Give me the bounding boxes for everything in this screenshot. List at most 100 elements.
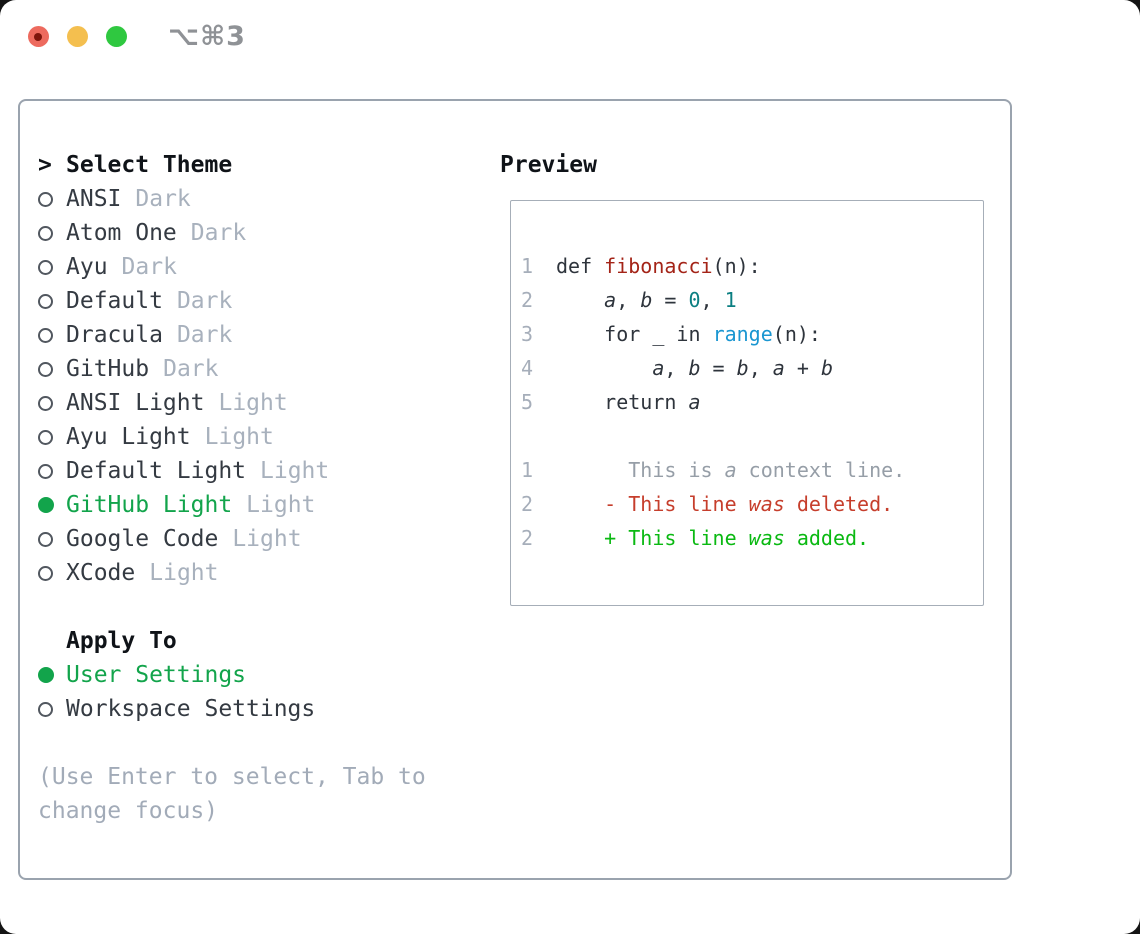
radio-icon — [38, 463, 53, 479]
close-button-dot — [34, 32, 42, 41]
code-token-p — [701, 322, 713, 346]
minimize-button[interactable] — [66, 26, 88, 47]
theme-option[interactable]: ANSI Dark — [38, 182, 478, 216]
titlebar: ⌥⌘3 — [0, 0, 1140, 75]
option-variant-tag: Light — [149, 560, 219, 586]
code-token-ctx: This is — [556, 458, 725, 482]
theme-option[interactable]: Dracula Dark — [38, 318, 478, 352]
theme-option[interactable]: ANSI Light Light — [38, 386, 478, 420]
option-label: GitHub Light — [66, 492, 233, 518]
apply-to-option[interactable]: Workspace Settings — [38, 692, 478, 726]
code-token-num: 0 — [688, 288, 701, 312]
line-number: 2 — [521, 492, 534, 516]
code-token-p — [556, 288, 604, 312]
theme-option[interactable]: GitHub Light Light — [38, 488, 478, 522]
code-token-p: (n): — [712, 254, 761, 278]
radio-iconbox — [38, 293, 66, 309]
radio-iconbox — [38, 565, 66, 581]
code-token-v: a — [604, 288, 617, 312]
code-token-del_i: was — [748, 492, 785, 516]
line-number: 2 — [521, 288, 534, 312]
preview-title: Preview — [500, 152, 597, 178]
option-label: XCode — [66, 560, 136, 586]
theme-option[interactable]: Ayu Dark — [38, 250, 478, 284]
option-variant-tag: Light — [232, 526, 302, 552]
spacer — [38, 590, 478, 624]
preview-line: 1 This is a context line. — [521, 453, 983, 487]
option-variant-tag: Light — [204, 424, 274, 450]
apply-to-header: Apply To — [38, 624, 478, 658]
theme-option[interactable]: Default Light Light — [38, 454, 478, 488]
option-label: GitHub — [66, 356, 150, 382]
code-token-ctx: context line. — [736, 458, 906, 482]
code-token-p — [556, 322, 604, 346]
option-variant-tag: Dark — [121, 254, 177, 280]
option-label: Atom One — [66, 220, 177, 246]
code-token-bi: range — [712, 322, 773, 346]
preview-line: 2 a, b = 0, 1 — [521, 283, 983, 317]
code-token-p — [556, 390, 604, 414]
option-label: Default Light — [66, 458, 247, 484]
preview-line — [521, 419, 983, 453]
code-token-num: 1 — [724, 288, 737, 312]
option-variant-tag: Light — [246, 492, 316, 518]
zoom-button[interactable] — [105, 26, 127, 47]
option-variant-tag: Light — [218, 390, 288, 416]
radio-iconbox — [38, 463, 66, 479]
line-number: 3 — [521, 322, 534, 346]
option-label: ANSI — [66, 186, 122, 212]
code-token-v: b — [688, 356, 701, 380]
apply-to-option[interactable]: User Settings — [38, 658, 478, 692]
code-token-p: (n): — [772, 322, 821, 346]
preview-line: 2 - This line was deleted. — [521, 487, 983, 521]
radio-selected-icon — [38, 497, 54, 513]
code-token-p: = — [652, 288, 689, 312]
code-token-k: return — [604, 390, 677, 414]
option-label: User Settings — [66, 662, 247, 688]
option-label: Ayu — [66, 254, 108, 280]
code-token-p: , — [700, 288, 725, 312]
radio-iconbox — [38, 225, 66, 241]
preview-line: 4 a, b = b, a + b — [521, 351, 983, 385]
line-number: 1 — [521, 458, 534, 482]
preview-line: 3 for _ in range(n): — [521, 317, 983, 351]
code-token-p — [676, 390, 688, 414]
code-token-del: deleted. — [784, 492, 894, 516]
code-token-ctx_i: a — [724, 458, 737, 482]
code-token-add: added. — [784, 526, 870, 550]
code-token-del: - This line — [556, 492, 749, 516]
preview-line: 5 return a — [521, 385, 983, 419]
option-variant-tag: Dark — [135, 186, 191, 212]
option-variant-tag: Dark — [176, 322, 233, 348]
option-label: Dracula — [66, 322, 163, 348]
apply-to-title: Apply To — [66, 628, 177, 654]
theme-option[interactable]: GitHub Dark — [38, 352, 478, 386]
radio-iconbox — [38, 497, 66, 513]
code-token-p: = — [700, 356, 737, 380]
code-token-p: , — [748, 356, 773, 380]
radio-iconbox — [38, 259, 66, 275]
help-text: (Use Enter to select, Tab to change focu… — [38, 764, 426, 824]
option-label: ANSI Light — [66, 390, 205, 416]
select-theme-title: Select Theme — [66, 152, 233, 178]
line-number: 1 — [521, 254, 534, 278]
radio-icon — [38, 395, 53, 411]
theme-option[interactable]: XCode Light — [38, 556, 478, 590]
code-token-v: a — [652, 356, 665, 380]
close-button[interactable] — [27, 26, 49, 47]
spacer — [38, 726, 478, 760]
prompt-icon: > — [38, 152, 52, 178]
code-token-p: , — [664, 356, 689, 380]
code-token-k: in — [676, 322, 701, 346]
option-variant-tag: Light — [260, 458, 330, 484]
option-variant-tag: Dark — [163, 356, 219, 382]
code-token-v: a — [688, 390, 701, 414]
